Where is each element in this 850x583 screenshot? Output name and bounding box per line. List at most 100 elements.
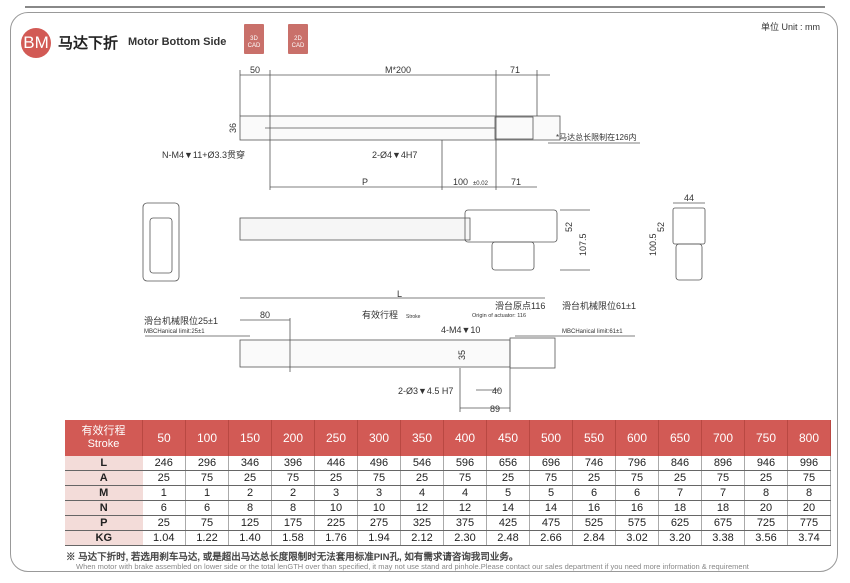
table-cell: 18 [658,500,702,516]
left-end-view [142,202,180,282]
table-cell: 75 [787,470,831,486]
table-cell: 5 [486,485,530,501]
table-cell: 2 [271,485,315,501]
stroke-col-header: 350 [400,420,444,456]
motor-limit-note: *马达总长限制在126内 [556,132,636,142]
table-cell: 946 [744,456,788,471]
table-cell: 1.76 [314,530,358,546]
stroke-col-header: 750 [744,420,788,456]
table-cell: 296 [185,456,229,471]
table-cell: 525 [572,515,616,531]
table-cell: 225 [314,515,358,531]
table-cell: 3 [314,485,358,501]
table-cell: 2.12 [400,530,444,546]
dim-50: 50 [250,65,260,75]
table-cell: 10 [357,500,401,516]
table-cell: 546 [400,456,444,471]
cad-3d-button[interactable]: 3D CAD [244,24,264,54]
dim-100-tol: ±0.02 [473,181,489,187]
table-cell: 6 [142,500,186,516]
row-label: L [65,456,143,471]
dim-40: 40 [492,386,502,396]
table-cell: 18 [701,500,745,516]
stroke-col-header: 450 [486,420,530,456]
stroke-col-header: 800 [787,420,831,456]
stroke-col-header: 50 [142,420,186,456]
table-cell: 75 [271,470,315,486]
dim-44: 44 [684,193,694,203]
table-cell: 3.56 [744,530,788,546]
table-cell: 10 [314,500,358,516]
table-cell: 6 [185,500,229,516]
table-cell: 75 [701,470,745,486]
table-cell: 20 [787,500,831,516]
stroke-en: Stroke [406,314,421,320]
dim-p: P [362,177,368,187]
dim-35: 35 [457,350,467,360]
table-cell: 846 [658,456,702,471]
table-cell: 8 [271,500,315,516]
stroke-col-header: 600 [615,420,659,456]
table-cell: 75 [185,515,229,531]
table-cell: 6 [572,485,616,501]
limit-left-cn: 滑台机械限位25±1 [144,315,218,326]
stroke-col-header: 650 [658,420,702,456]
dim-100-5: 100.5 [648,233,658,256]
stroke-col-header: 300 [357,420,401,456]
table-cell: 3 [357,485,401,501]
tap-note: 4-M4▼10 [441,325,480,335]
table-cell: 25 [400,470,444,486]
table-cell: 75 [185,470,229,486]
table-cell: 25 [314,470,358,486]
row-label: KG [65,530,143,546]
table-cell: 25 [142,470,186,486]
table-cell: 996 [787,456,831,471]
table-cell: 75 [443,470,487,486]
bottom-view: L 有效行程 Stroke 滑台原点116 Origin of actuator… [144,289,636,414]
row-label: N [65,500,143,516]
table-cell: 1.40 [228,530,272,546]
side-view: 52 107.5 [239,209,590,271]
table-cell: 25 [142,515,186,531]
origin-cn: 滑台原点116 [495,300,545,311]
title-cn: 马达下折 [58,35,119,52]
dim-36: 36 [228,123,238,133]
table-cell: 125 [228,515,272,531]
table-cell: 1 [142,485,186,501]
table-cell: 446 [314,456,358,471]
stroke-col-header: 200 [271,420,315,456]
technical-drawing: 50 M*200 71 36 N-M4▼11+Ø3.3贯穿 2-Ø4▼4H7 P… [142,65,706,414]
table-cell: 246 [142,456,186,471]
right-end-view: 44 52 100.5 [648,193,706,281]
table-cell: 725 [744,515,788,531]
table-cell: 25 [572,470,616,486]
top-rule [25,6,825,8]
table-cell: 1.94 [357,530,401,546]
stroke-col-header: 400 [443,420,487,456]
dim-l: L [397,289,402,299]
table-cell: 25 [658,470,702,486]
limit-right-cn: 滑台机械限位61±1 [562,300,636,311]
dim-80: 80 [260,310,270,320]
table-cell: 75 [529,470,573,486]
dim-71-bottom: 71 [511,177,521,187]
table-cell: 2.30 [443,530,487,546]
table-cell: 8 [787,485,831,501]
cad-2d-button[interactable]: 2D CAD [288,24,308,54]
table-cell: 2 [228,485,272,501]
table-cell: 275 [357,515,401,531]
table-cell: 325 [400,515,444,531]
dim-71-top: 71 [510,65,520,75]
unit-label: 单位 Unit : mm [760,22,820,32]
origin-en: Origin of actuator: 116 [472,313,526,319]
stroke-cn: 有效行程 [362,309,398,320]
table-cell: 25 [486,470,530,486]
table-cell: 3.20 [658,530,702,546]
table-cell: 8 [744,485,788,501]
table-cell: 3.02 [615,530,659,546]
table-cell: 5 [529,485,573,501]
